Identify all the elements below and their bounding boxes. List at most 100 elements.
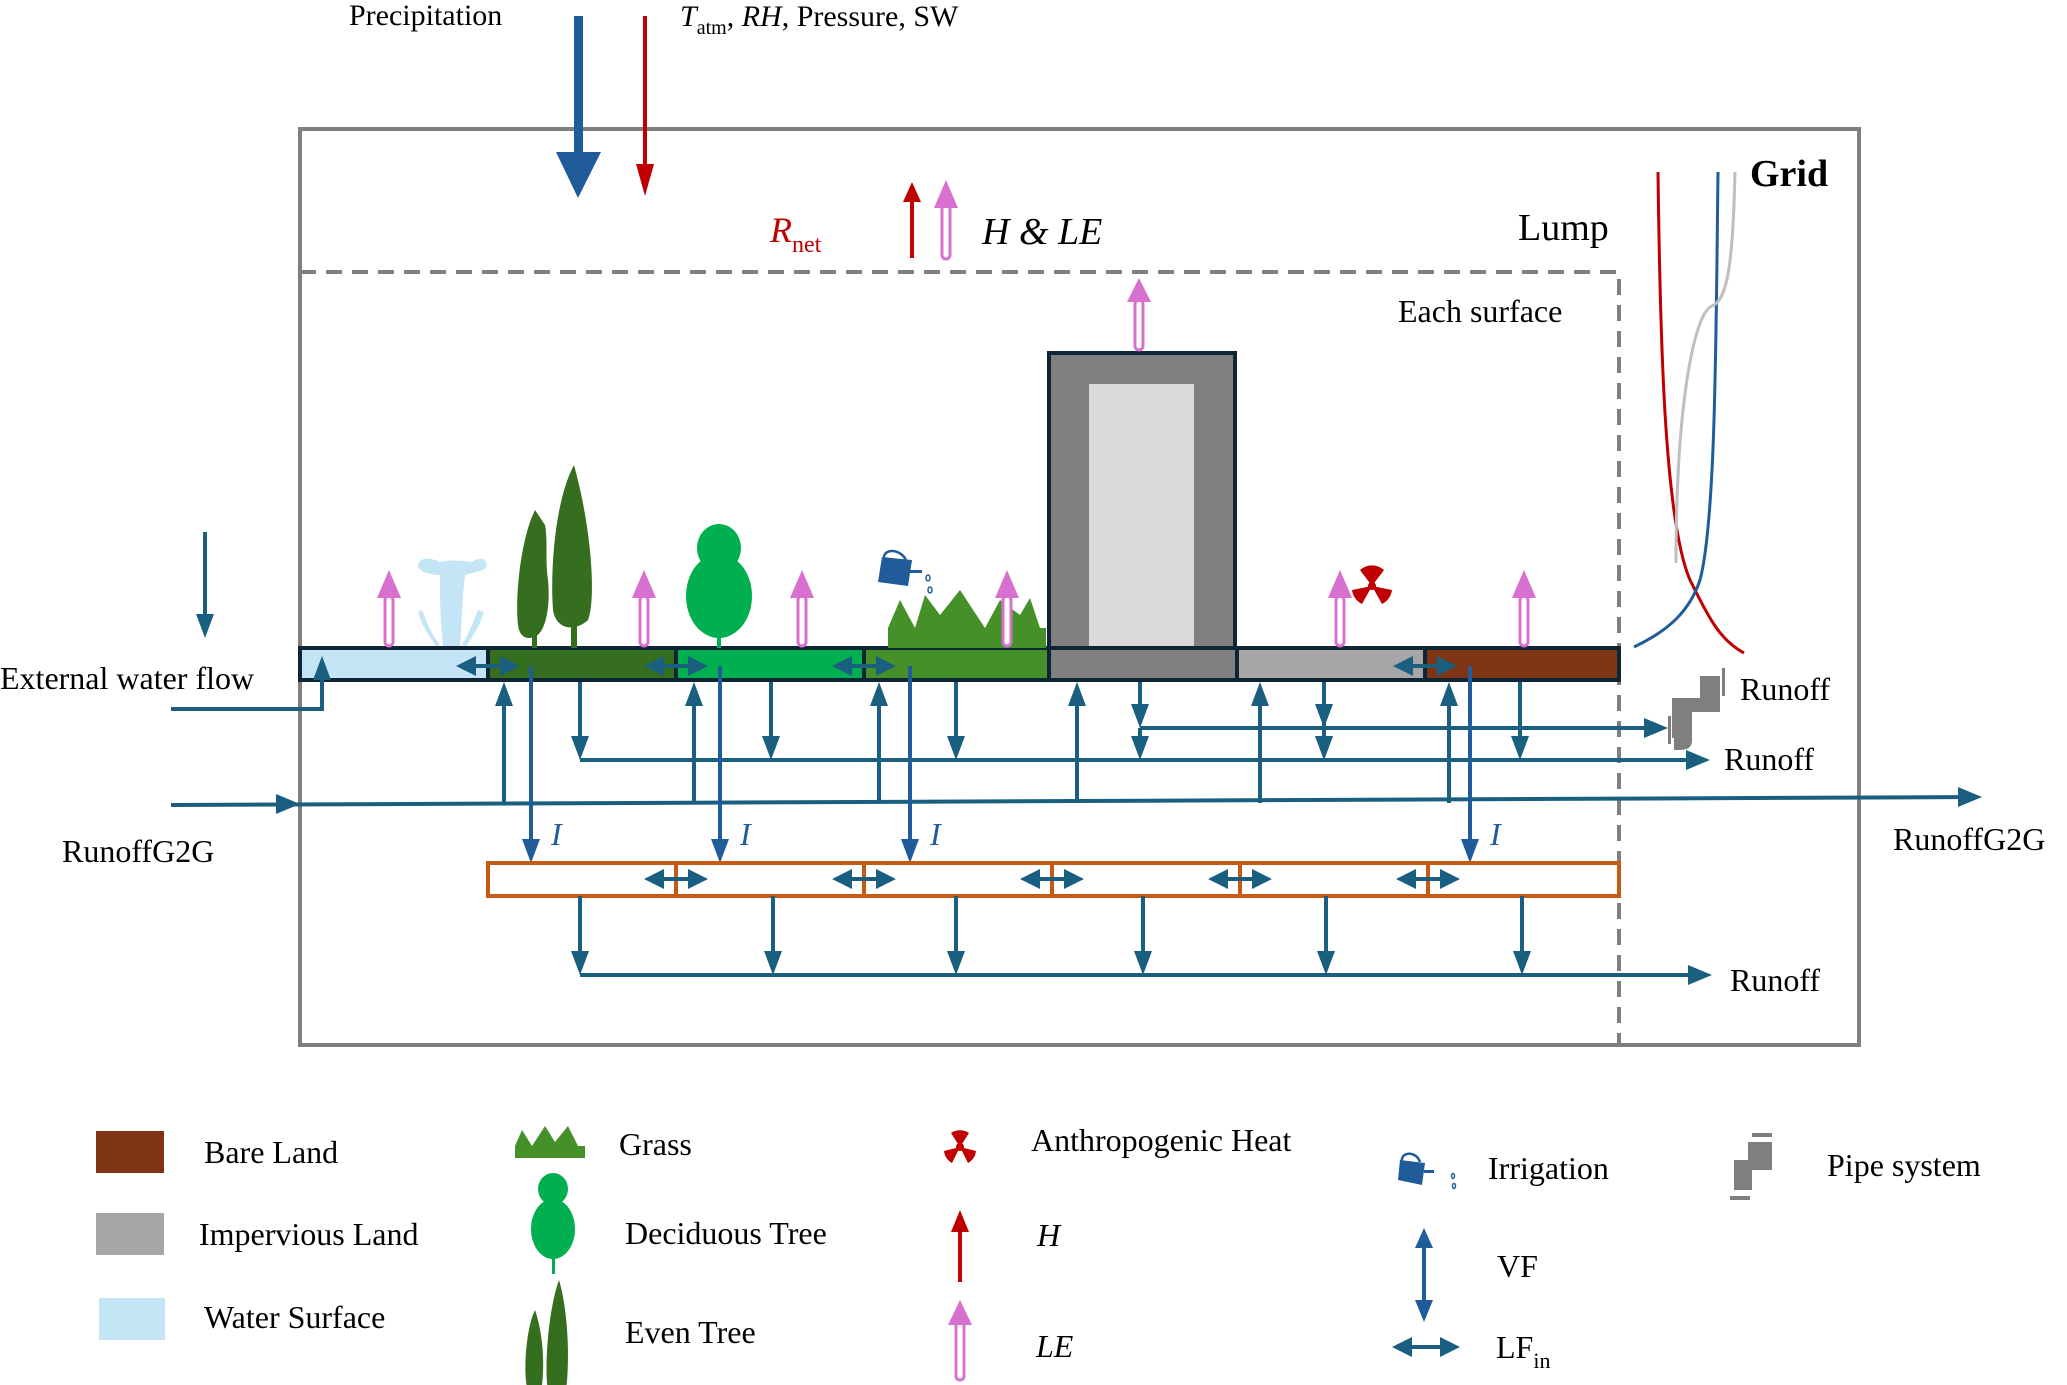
legend-le-arrow: [948, 1300, 972, 1382]
deciduous-tree-icon: [686, 524, 752, 648]
g2g-supply-arrowhead: [495, 682, 513, 706]
infiltration-label: I: [550, 816, 563, 852]
latent-heat-arrow: [1328, 570, 1352, 648]
latent-heat-arrow-building: [1127, 278, 1151, 352]
infiltration-arrowhead: [1461, 839, 1479, 863]
latent-heat-arrow-head: [1328, 570, 1352, 598]
wind-profile-curve: [1674, 171, 1737, 564]
legend-label-water-surface: Water Surface: [204, 1299, 385, 1335]
g2g-supply-arrowhead: [1251, 682, 1269, 706]
runoff-g2g-in-label: RunoffG2G: [62, 833, 214, 869]
external-water-flow-label: External water flow: [0, 660, 254, 696]
runoff-g2g-in-arrowhead: [276, 794, 300, 814]
lump-frame-dashed: [300, 270, 1621, 1045]
latent-heat-arrow-shaft: [1001, 594, 1013, 648]
surface-runoff-drop-arrowhead: [571, 736, 589, 760]
pipe-runoff-drop-lower-arrowhead: [1131, 736, 1149, 760]
soil-drainage-arrowhead: [1134, 951, 1152, 975]
lateral-flow-arrow-right-head: [876, 656, 896, 676]
latent-heat-arrow-head: [995, 570, 1019, 598]
surface-lateral-flows: [456, 656, 1457, 676]
soil-layer: [486, 861, 1712, 985]
water-flow-network: [170, 532, 1982, 863]
runoff-surface-label: Runoff: [1724, 741, 1814, 777]
legend: Bare Land Impervious Land Water Surface …: [96, 1122, 1981, 1385]
soil-lateral-flow-arrow-shaft: [1038, 877, 1066, 881]
latent-heat-arrow-shaft: [383, 594, 395, 648]
soil-runoff-arrowhead: [1688, 965, 1712, 985]
surface-latent-heat-arrows: [377, 570, 1536, 648]
surface-runoff-drop-arrowhead: [947, 736, 965, 760]
precipitation-arrow: [556, 16, 601, 198]
latent-heat-arrow-shaft: [1334, 594, 1346, 648]
legend-even-tree-icon: [525, 1280, 568, 1385]
latent-heat-arrow-lump: [934, 180, 958, 261]
soil-drainage-arrowhead: [764, 951, 782, 975]
legend-deciduous-tree-icon: [531, 1173, 575, 1274]
precipitation-label: Precipitation: [349, 0, 502, 32]
soil-lateral-flow-arrow-left-head: [1208, 869, 1228, 889]
runoff-pipe-label: Runoff: [1740, 671, 1830, 707]
surface-water-surface: [298, 646, 490, 682]
pipe-runoff-drop-lower-arrowhead: [1315, 736, 1333, 760]
soil-lateral-flow-arrow-right-head: [1064, 869, 1084, 889]
latent-heat-arrow-shaft: [1518, 594, 1530, 648]
soil-lateral-flow-arrow-shaft: [1226, 877, 1254, 881]
grid-frame: [298, 127, 1861, 1047]
legend-pipe-system-icon: [1730, 1133, 1772, 1200]
lateral-flow-arrow-shaft: [1411, 664, 1439, 668]
latent-heat-arrow-head: [377, 570, 401, 598]
pipe-system-icon: [1668, 668, 1725, 750]
soil-lateral-flow-arrow-right-head: [1252, 869, 1272, 889]
lateral-flow-arrow-left-head: [456, 656, 476, 676]
soil-lateral-flow-arrow-shaft: [1414, 877, 1442, 881]
legend-label-bare-land: Bare Land: [204, 1134, 338, 1170]
lateral-flow-arrow-right-head: [688, 656, 708, 676]
latent-heat-arrow: [377, 570, 401, 648]
lateral-flow-arrow-shaft: [850, 664, 878, 668]
soil-drainage-arrowhead: [1513, 951, 1531, 975]
even-tree-icon: [517, 465, 592, 648]
lump-label: Lump: [1518, 207, 1609, 249]
legend-label-irrigation: Irrigation: [1488, 1150, 1609, 1186]
latent-heat-arrow-head: [790, 570, 814, 598]
building: [1047, 351, 1237, 652]
legend-irrigation-icon: [1398, 1152, 1457, 1190]
fountain-icon: [418, 558, 487, 646]
runoff-soil-label: Runoff: [1730, 962, 1820, 998]
grid-label: Grid: [1750, 153, 1828, 195]
latent-heat-arrow-shaft: [796, 594, 808, 648]
each-surface-label: Each surface: [1398, 293, 1562, 329]
legend-label-pipe-system: Pipe system: [1827, 1147, 1981, 1183]
legend-label-vf: VF: [1497, 1248, 1538, 1284]
latent-heat-arrow: [995, 570, 1019, 648]
h-le-label: H & LE: [981, 211, 1102, 253]
lateral-flow-arrow-right-head: [500, 656, 520, 676]
lateral-flow-arrow-left-head: [832, 656, 852, 676]
legend-label-even-tree: Even Tree: [625, 1314, 756, 1350]
surface-runoff-arrowhead: [1686, 750, 1710, 770]
surface-even-tree: [486, 646, 678, 682]
legend-label-grass: Grass: [619, 1126, 692, 1162]
surface-bare-land: [1423, 646, 1621, 682]
latent-heat-arrow: [632, 570, 656, 648]
legend-label-deciduous-tree: Deciduous Tree: [625, 1215, 827, 1251]
legend-swatch-water: [99, 1298, 165, 1340]
legend-label-lf: LFin: [1496, 1329, 1550, 1373]
soil-drainage-arrowhead: [947, 951, 965, 975]
latent-heat-arrow-head: [632, 570, 656, 598]
surface-bar: [298, 646, 1621, 682]
legend-h-arrow: [951, 1210, 969, 1282]
met-forcing-label: Tatm, RH, Pressure, SW: [680, 0, 959, 39]
soil-lateral-flow-arrow-right-head: [688, 869, 708, 889]
surface-runoff-drop-arrowhead: [762, 736, 780, 760]
infiltration-arrowhead: [901, 839, 919, 863]
soil-lateral-flow-arrow-right-head: [1440, 869, 1460, 889]
surface-runoff-drop-arrowhead: [1511, 736, 1529, 760]
legend-grass-icon: [515, 1126, 585, 1158]
legend-swatch-bare-land: [96, 1131, 164, 1173]
surface-deciduous-tree: [674, 646, 866, 682]
lateral-flow-arrow-right-head: [1437, 656, 1457, 676]
grass-icon: [888, 590, 1046, 648]
